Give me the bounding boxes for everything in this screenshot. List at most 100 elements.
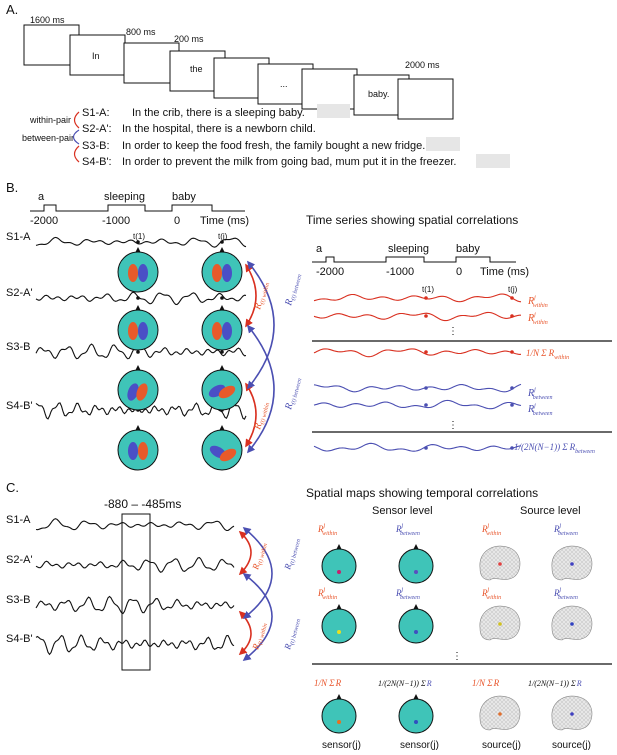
- panel-c-waves: [35, 518, 235, 656]
- series-marker: [424, 350, 428, 354]
- panel-b-heads: [117, 247, 243, 471]
- activation-blob: [127, 383, 139, 401]
- frame-word-in: In: [92, 51, 100, 61]
- head-nose: [135, 365, 141, 371]
- source-dot: [570, 622, 574, 626]
- arrow-r-between-2: R(t) between: [283, 376, 303, 412]
- source-dot: [498, 712, 502, 716]
- eeg-wave: [35, 400, 247, 420]
- head-outline: [201, 251, 243, 293]
- eeg-wave: [35, 634, 235, 656]
- head-nose: [336, 544, 342, 550]
- sentence-s1-id: S1-A:: [82, 107, 110, 119]
- activation-blob: [219, 448, 237, 462]
- sentence-s2-text: In the hospital, there is a newborn chil…: [122, 123, 316, 135]
- head-outline: [398, 698, 434, 734]
- right-tick-minus2000: -2000: [316, 266, 344, 278]
- bottom-label-source-2: source(j): [552, 740, 591, 751]
- series-marker: [510, 350, 514, 354]
- highlight-freezer: [476, 154, 510, 168]
- map-mean-source-within: 1/N ΣR: [472, 678, 500, 688]
- source-dot: [570, 562, 574, 566]
- tick-minus1000: -1000: [102, 215, 130, 227]
- sensor-dot: [337, 570, 341, 574]
- right-tj-label: t(j): [508, 285, 518, 294]
- head-nose: [413, 694, 419, 700]
- right-word-a: a: [316, 243, 323, 255]
- map-mean-source-between: 1/(2N(N−1)) ΣR: [528, 679, 582, 688]
- correlation-series: [313, 442, 522, 452]
- sensor-dot: [414, 570, 418, 574]
- eeg-wave: [35, 595, 235, 615]
- head-nose: [135, 305, 141, 311]
- eeg-wave: [35, 236, 247, 248]
- between-pair-label: between-pair: [22, 133, 74, 143]
- head-nose: [336, 694, 342, 700]
- head-nose: [219, 365, 225, 371]
- row-label-s2: S2-A': [6, 287, 33, 299]
- head-nose: [219, 305, 225, 311]
- timeline-word-sleeping: sleeping: [104, 191, 145, 203]
- correlation-series: [313, 383, 522, 393]
- series-marker: [424, 403, 428, 407]
- head-nose: [219, 425, 225, 431]
- map-ellipsis: ⋮: [452, 651, 462, 662]
- ellipsis-between: ⋮: [448, 420, 458, 431]
- stimulus-frames: [23, 24, 454, 120]
- c-row-label-s2: S2-A': [6, 554, 33, 566]
- row-label-s3: S3-B: [6, 341, 30, 353]
- head-outline: [117, 309, 159, 351]
- timing-200: 200 ms: [174, 34, 204, 44]
- left-timeline: a sleeping baby -2000 -1000 0 Time (ms): [30, 191, 249, 227]
- t1-label: t(1): [133, 232, 145, 241]
- panel-b-arrows: [245, 260, 275, 454]
- activation-blob: [128, 442, 138, 460]
- series-marker: [510, 446, 514, 450]
- ellipsis-within: ⋮: [448, 326, 458, 337]
- timeline-word-baby: baby: [172, 191, 196, 203]
- activation-blob: [136, 383, 148, 401]
- time-label: Time (ms): [200, 215, 249, 227]
- sentence-s3-id: S3-B:: [82, 140, 110, 152]
- panel-b-right-title: Time series showing spatial correlations: [306, 213, 518, 227]
- eeg-wave: [35, 518, 235, 532]
- bottom-label-source-1: source(j): [482, 740, 521, 751]
- eeg-wave: [35, 556, 235, 573]
- right-word-sleeping: sleeping: [388, 243, 429, 255]
- right-time-label: Time (ms): [480, 266, 529, 278]
- sensor-dot: [414, 720, 418, 724]
- head-outline: [321, 698, 357, 734]
- series-marker: [510, 403, 514, 407]
- right-tick-zero: 0: [456, 266, 462, 278]
- map-mean-sensor-between: 1/(2N(N−1)) ΣR: [378, 679, 432, 688]
- source-dot: [498, 622, 502, 626]
- activation-blob: [212, 264, 222, 282]
- c-row-label-s3: S3-B: [6, 594, 30, 606]
- head-outline: [321, 608, 357, 644]
- within-pair-bracket-b: [73, 145, 80, 163]
- sensor-dot: [414, 630, 418, 634]
- window-label: -880 – -485ms: [104, 497, 181, 511]
- panel-c-arrows: [238, 526, 273, 661]
- time-point-marker: [220, 296, 224, 300]
- panel-b-label: B.: [6, 180, 18, 195]
- correlation-series: [313, 293, 522, 303]
- sentence-s4-id: S4-B':: [82, 156, 112, 168]
- correlation-series: [313, 311, 521, 322]
- head-nose: [413, 544, 419, 550]
- timing-1600: 1600 ms: [30, 15, 65, 25]
- frame-word-the: the: [190, 64, 203, 74]
- time-point-marker: [136, 350, 140, 354]
- right-t1-label: t(1): [422, 285, 434, 294]
- activation-blob: [222, 322, 232, 340]
